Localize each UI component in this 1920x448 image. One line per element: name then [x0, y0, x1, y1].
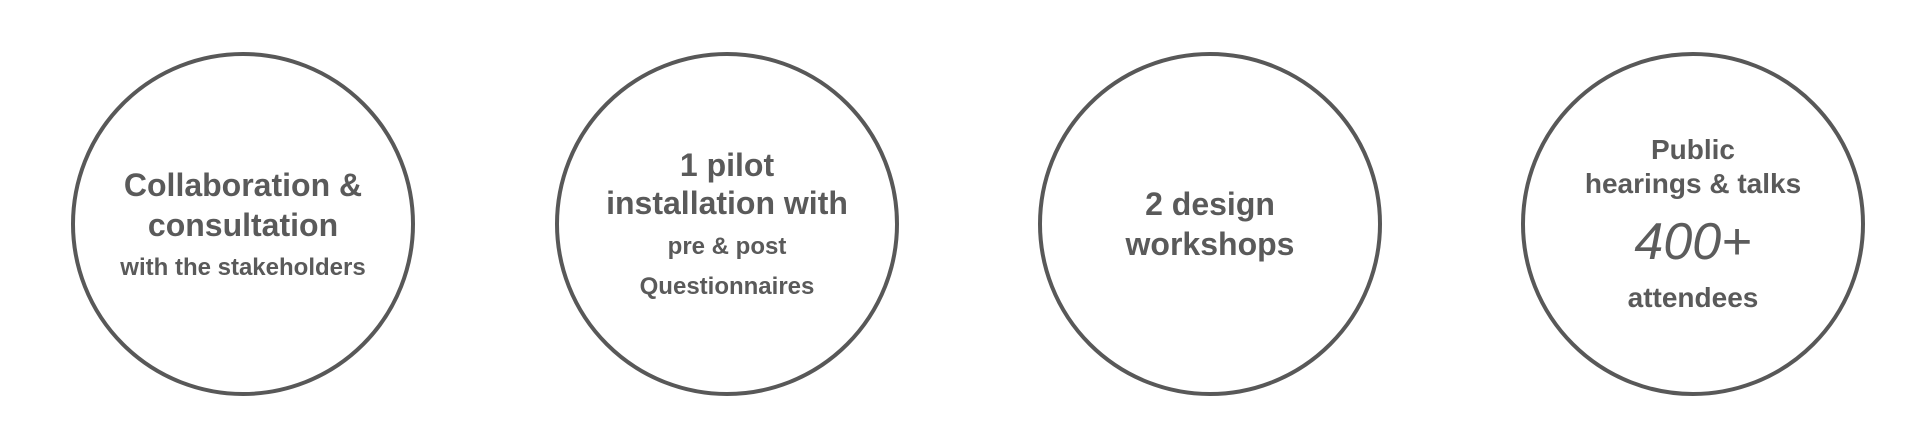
circle-title-line: Collaboration & — [123, 167, 363, 203]
public-hearings-circle: Public hearings & talks 400+ attendees — [1521, 52, 1865, 396]
circle-title-line: hearings & talks — [1584, 168, 1802, 199]
design-workshops-circle: 2 design workshops — [1038, 52, 1382, 396]
attendee-count-stat: 400+ — [1634, 213, 1752, 271]
circle-subtitle-line: with the stakeholders — [120, 254, 366, 281]
circle-subtitle-line: Questionnaires — [639, 273, 815, 300]
attendee-count-label: attendees — [1627, 282, 1759, 313]
pilot-installation-circle: 1 pilot installation with pre & post Que… — [555, 52, 899, 396]
circle-title-line: installation with — [606, 185, 848, 221]
circle-title-line: workshops — [1125, 226, 1295, 262]
circle-title-line: 2 design — [1145, 186, 1275, 222]
circle-subtitle-line: pre & post — [667, 233, 787, 260]
circle-title-line: Public — [1650, 134, 1735, 165]
circle-title-line: 1 pilot — [679, 147, 775, 183]
collaboration-circle: Collaboration & consultation with the st… — [71, 52, 415, 396]
circle-title-line: consultation — [147, 207, 339, 243]
